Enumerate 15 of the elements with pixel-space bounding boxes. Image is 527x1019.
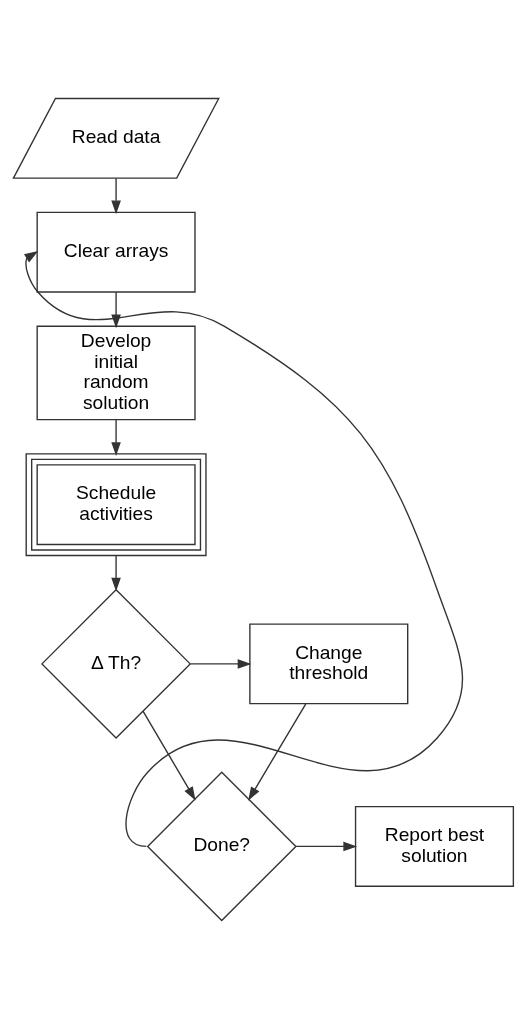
arrow [142,710,196,801]
arrow [111,177,121,215]
node-diamond: Δ Th? [41,588,192,739]
node-box: Clear arrays [36,211,196,293]
arrow [189,659,252,669]
node-diamond: Done? [146,771,297,922]
node-box: Schedule activities [25,453,207,557]
node-box: Change threshold [249,623,409,705]
arrow [24,251,464,848]
arrow [111,554,121,592]
arrow [248,703,307,801]
arrow [295,841,358,852]
node-box: Report best solution [354,805,515,887]
node-box: Develop initial random solution [36,325,196,421]
arrow [111,419,121,456]
